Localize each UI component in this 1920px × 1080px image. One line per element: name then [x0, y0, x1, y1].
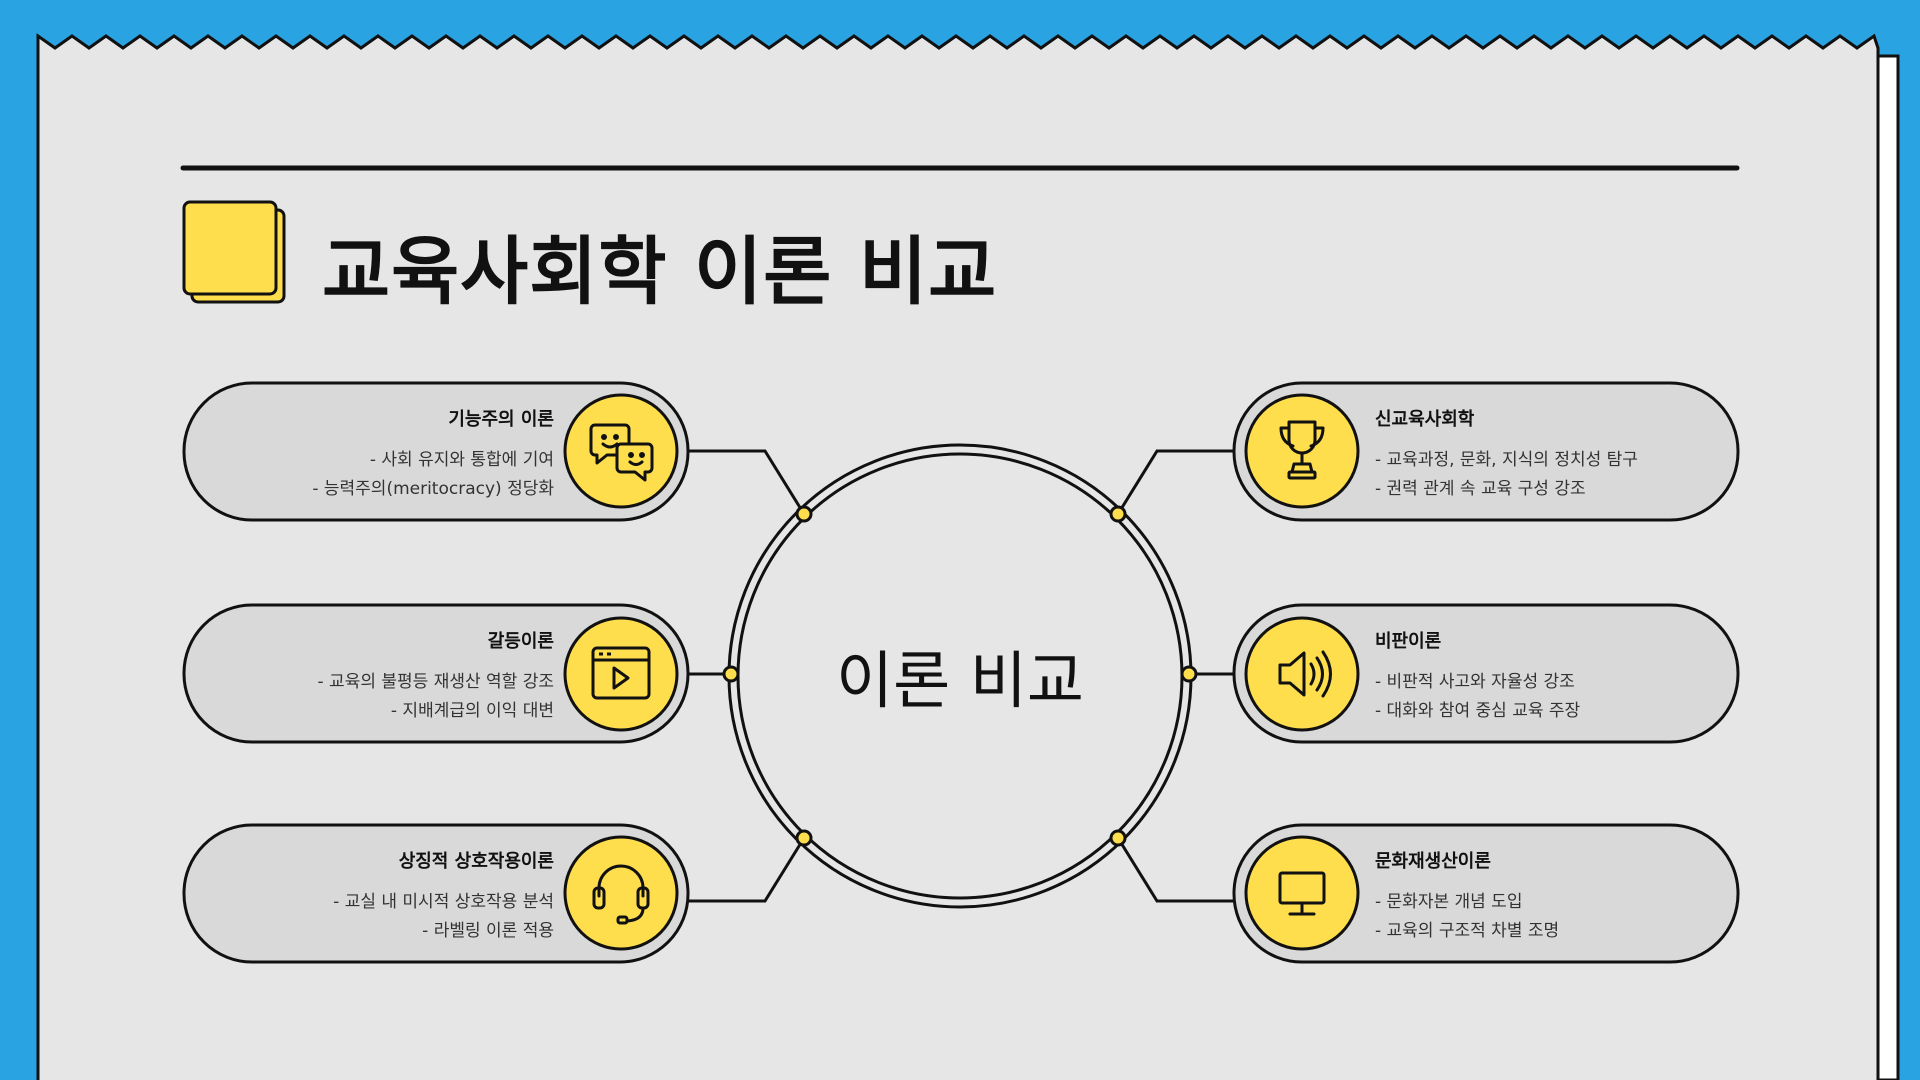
headset-icon: [592, 864, 650, 925]
card-title: 기능주의 이론: [448, 409, 554, 430]
card-point: - 문화자본 개념 도입: [1375, 892, 1523, 912]
card-point: - 사회 유지와 통합에 기여: [369, 450, 554, 470]
card-title: 비판이론: [1375, 631, 1442, 652]
pill-conflict: [182, 603, 690, 744]
card-point: - 지배계급의 이익 대변: [390, 701, 554, 721]
pill-reproduction: [1232, 823, 1740, 964]
pill-new-sociology: [1232, 381, 1740, 522]
card-point: - 대화와 참여 중심 교육 주장: [1375, 701, 1581, 721]
card-point: - 교실 내 미시적 상호작용 분석: [333, 892, 554, 912]
trophy-icon: [1279, 420, 1325, 480]
card-title: 상징적 상호작용이론: [398, 851, 554, 872]
card-point: - 라벨링 이론 적용: [422, 921, 554, 941]
card-point: - 권력 관계 속 교육 구성 강조: [1375, 479, 1586, 499]
slide-title: 교육사회학 이론 비교: [322, 229, 998, 315]
center-label: 이론 비교: [836, 644, 1084, 717]
pill-functionalism: [182, 381, 690, 522]
card-point: - 교육의 구조적 차별 조명: [1375, 921, 1560, 941]
card-title: 갈등이론: [487, 631, 554, 652]
card-point: - 비판적 사고와 자율성 강조: [1375, 672, 1575, 692]
card-title: 문화재생산이론: [1375, 851, 1491, 872]
pill-critical: [1232, 603, 1740, 744]
card-point: - 교육의 불평등 재생산 역할 강조: [317, 672, 554, 692]
title-badge-front: [182, 200, 278, 296]
chat-bubbles-icon: [589, 423, 654, 482]
card-point: - 능력주의(meritocracy) 정당화: [312, 479, 554, 499]
monitor-icon: [1278, 871, 1326, 916]
pill-interactionism: [182, 823, 690, 964]
speaker-icon: [1278, 650, 1332, 698]
connector-dots: [722, 505, 1198, 847]
card-title: 신교육사회학: [1375, 409, 1475, 430]
theory-pills: [182, 381, 1740, 964]
card-point: - 교육과정, 문화, 지식의 정치성 탐구: [1375, 450, 1638, 470]
video-player-icon: [591, 646, 651, 700]
